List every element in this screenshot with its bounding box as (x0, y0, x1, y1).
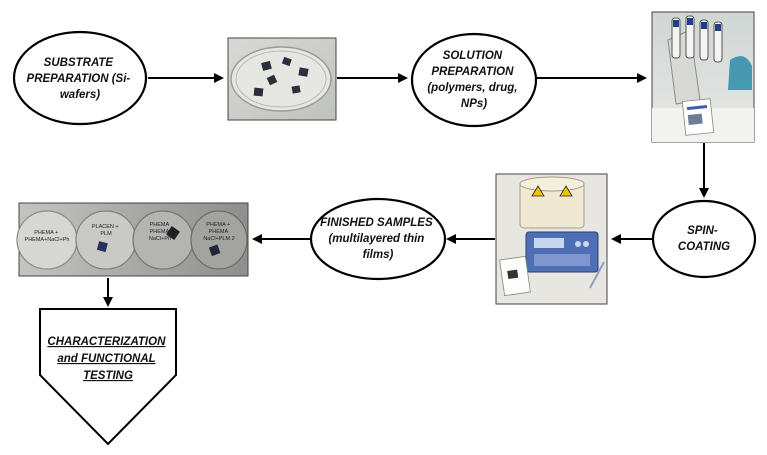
characterization-node: CHARACTERIZATION and FUNCTIONAL TESTING (39, 308, 177, 446)
dish-2-label-1: PLACEN + (92, 224, 119, 230)
sample-dish: PHEMA + PHEMA NaCl+PLM 2 (190, 210, 248, 270)
warning-icon (531, 185, 545, 197)
samples-photo: PHEMA + PHEMA+NaCl+Ph PLACEN + PLM PHEMA… (16, 202, 249, 277)
finished-line-2: (multilayered thin (328, 233, 424, 245)
solution-line-2: PREPARATION (431, 66, 514, 78)
wafers-photo (227, 37, 337, 121)
dish-2-label-2: PLM (100, 231, 112, 237)
dish-1-label-2: PHEMA+NaCl+Ph (25, 237, 70, 243)
control-display (534, 238, 564, 248)
dish-3-label-2: PHEMA (150, 229, 170, 235)
dish-4-label-1: PHEMA + (206, 222, 230, 228)
dish-3-label-3: NaCl+Ph (149, 236, 171, 242)
sample-wafer (208, 244, 221, 257)
characterization-line-2: and FUNCTIONAL (57, 353, 155, 365)
characterization-line-1: CHARACTERIZATION (47, 336, 166, 348)
spin-coating-node: SPIN- COATING (651, 199, 757, 279)
substrate-line-2: PREPARATION (Si- (27, 73, 131, 85)
finished-line-1: FINISHED SAMPLES (320, 217, 433, 229)
warning-icon-2 (559, 185, 573, 197)
svg-text:PHEMA + PHEMA+NaCl+Ph: PHEMA + PHEMA+NaCl+Ph (25, 230, 70, 243)
substrate-line-3: wafers) (60, 89, 100, 101)
svg-text:PHEMA + PHEMA: PHEMA + PHEMA NaCl+PLM 2 (203, 222, 234, 242)
sample-dish: PHEMA PHEMA NaCl+Ph (132, 210, 194, 270)
dish-3-label-1: PHEMA (150, 222, 170, 228)
dish-4-label-3: NaCl+PLM 2 (203, 236, 234, 242)
svg-text:SOLUTION PREPARATION: SOLUTION PREPARATION (polymers, drug, NP… (427, 50, 520, 110)
sample-wafer (166, 226, 180, 240)
spin-line-2: COATING (678, 241, 730, 253)
beaker (728, 56, 752, 90)
svg-text:FINISHED SAMPLES (multil: FINISHED SAMPLES (multilayered thin film… (320, 217, 436, 261)
svg-text:CHARACTERIZATION and FUN: CHARACTERIZATION and FUNCTIONAL TESTING (47, 336, 168, 382)
solution-line-4: NPs) (461, 98, 487, 110)
spin-coater-photo (495, 173, 608, 305)
characterization-line-3: TESTING (83, 370, 133, 382)
sample-dish: PHEMA + PHEMA+NaCl+Ph (16, 210, 78, 270)
silicon-wafer-pieces (253, 56, 309, 97)
solution-line-3: (polymers, drug, (427, 82, 517, 94)
svg-text:PHEMA PHEMA Na: PHEMA PHEMA NaCl+Ph (149, 222, 171, 242)
sample-wafer (96, 241, 108, 253)
solution-line-1: SOLUTION (443, 50, 503, 62)
dish-1-label-1: PHEMA + (34, 230, 58, 236)
solution-preparation-node: SOLUTION PREPARATION (polymers, drug, NP… (410, 32, 538, 128)
finished-line-3: films) (363, 249, 394, 261)
spin-line-1: SPIN- (687, 225, 718, 237)
svg-text:SPIN- COATING: SPIN- COATING (678, 225, 730, 253)
finished-samples-node: FINISHED SAMPLES (multilayered thin film… (309, 197, 447, 281)
pipettes (671, 15, 723, 63)
substrate-line-1: SUBSTRATE (44, 57, 114, 69)
substrate-preparation-node: SUBSTRATE PREPARATION (Si- wafers) (12, 30, 148, 126)
pipettes-photo (651, 11, 755, 143)
svg-text:SUBSTRATE PREPARATION (S: SUBSTRATE PREPARATION (Si- wafers) (27, 57, 134, 101)
dish-4-label-2: PHEMA (209, 229, 229, 235)
svg-text:PLACEN + PLM: PLACEN + PLM (92, 224, 120, 237)
petri-dish (230, 46, 332, 112)
sample-dish: PLACEN + PLM (75, 210, 137, 270)
